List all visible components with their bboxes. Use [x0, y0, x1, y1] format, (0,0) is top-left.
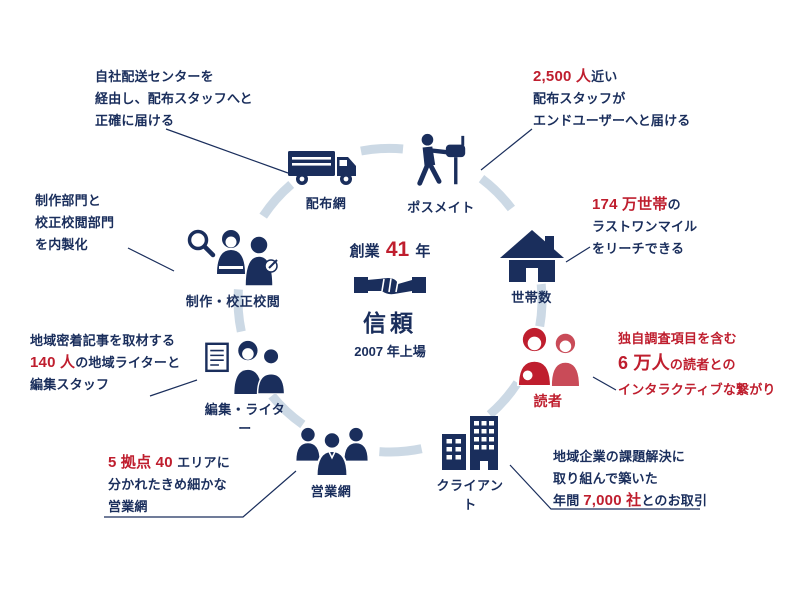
- callout-line: 編集スタッフ: [30, 377, 110, 392]
- leader-line-sales: [104, 470, 297, 518]
- highlight-number: 2,500 人: [533, 68, 592, 85]
- callout-staff: 2,500 人近い 配布スタッフが エンドユーザーへと届ける: [533, 66, 691, 132]
- node-label-readers: 読者: [533, 393, 563, 409]
- node-households: 世帯数: [494, 230, 569, 306]
- sales-team-icon: [296, 427, 368, 476]
- callout-line: 自社配送センターを: [95, 69, 214, 84]
- house-icon: [499, 230, 564, 282]
- mail-carrier-icon: [417, 133, 466, 186]
- leader-line-readers: [592, 376, 617, 391]
- callout-line: 経由し、配布スタッフへと: [95, 91, 253, 106]
- founding-label: 創業: [349, 243, 380, 260]
- callout-line: 制作部門と: [35, 193, 102, 208]
- circle-arc: [233, 289, 246, 333]
- leader-line-delivery: [165, 128, 289, 174]
- callout-line: ラストワンマイル: [592, 219, 698, 234]
- leader-line-clients: [509, 464, 700, 510]
- callout-line: 独自調査項目を含む: [618, 331, 737, 346]
- node-production: 制作・校正校閲: [178, 228, 288, 310]
- founding-years: 41: [385, 238, 410, 261]
- callout-households: 174 万世帯の ラストワンマイル をリーチできる: [592, 194, 697, 260]
- node-sales: 営業網: [293, 426, 369, 500]
- node-posmate: ポスメイト: [398, 132, 484, 216]
- circle-arc: [268, 392, 306, 429]
- readers-icon: [517, 327, 579, 386]
- callout-line: 5 拠点 40 エリアに: [108, 452, 230, 474]
- highlight-number: 6 万人: [618, 353, 670, 373]
- callout-writers: 地域密着記事を取材する 140 人の地域ライターと 編集スタッフ: [30, 330, 180, 396]
- callout-text: の: [667, 197, 681, 212]
- truck-icon: [288, 151, 356, 185]
- node-label-posmate: ポスメイト: [407, 200, 475, 215]
- leader-line-staff: [480, 128, 533, 171]
- callout-text: とのお取引: [641, 493, 708, 508]
- node-label-editors: 編集・ライター: [204, 402, 286, 436]
- callout-clients: 地域企業の課題解決に 取り組んで築いた 年間 7,000 社とのお取引: [553, 446, 707, 512]
- circle-arc: [379, 444, 423, 457]
- leader-line-writers: [149, 379, 198, 397]
- callout-text: エリアに: [177, 455, 230, 470]
- highlight-number: 174 万世帯: [592, 196, 668, 213]
- callout-sales: 5 拠点 40 エリアに 分かれたきめ細かな 営業網: [108, 452, 230, 518]
- circle-arc: [360, 143, 404, 156]
- callout-text: の地域ライターと: [75, 355, 181, 370]
- callout-text: 近い: [591, 69, 618, 84]
- circle-arc: [486, 380, 522, 419]
- node-label-clients: クライアント: [436, 478, 504, 512]
- callout-text: の読者との: [669, 357, 736, 372]
- node-label-production: 制作・校正校閲: [185, 294, 281, 309]
- node-label-distribution: 配布網: [305, 196, 347, 211]
- editors-icon: [205, 340, 286, 394]
- highlight-number: 140 人: [30, 354, 76, 371]
- leader-line-households: [565, 246, 591, 263]
- callout-line: 174 万世帯の: [592, 194, 697, 216]
- node-label-sales: 営業網: [310, 484, 352, 499]
- founding-unit: 年: [415, 243, 431, 260]
- callout-line: 6 万人の読者との: [618, 351, 776, 377]
- node-distribution: 配布網: [276, 144, 376, 212]
- listing-year: 2007 年上場: [354, 344, 426, 359]
- circle-arc: [535, 283, 547, 328]
- center-block: 創業 41 年 信頼 2007 年上場: [306, 238, 474, 360]
- node-editors: 編集・ライター: [199, 338, 291, 437]
- node-readers: 読者: [508, 326, 588, 411]
- callout-line: 分かれたきめ細かな: [108, 477, 227, 492]
- node-label-households: 世帯数: [511, 290, 552, 305]
- founding-line: 創業 41 年: [306, 238, 474, 262]
- circle-arcs: [233, 143, 547, 457]
- callout-line: 配布スタッフが: [533, 91, 626, 106]
- production-proofreading-icon: [187, 229, 278, 286]
- callout-line: を内製化: [35, 237, 88, 252]
- trust-keyword: 信頼: [363, 310, 417, 336]
- handshake-icon: [354, 277, 426, 295]
- callout-readers: 独自調査項目を含む 6 万人の読者との インタラクティブな繋がり: [618, 326, 776, 402]
- callout-production: 制作部門と 校正校閲部門 を内製化: [35, 190, 114, 256]
- highlight-number: 5 拠点 40: [108, 454, 178, 471]
- highlight-number: 7,000 社: [583, 492, 642, 509]
- callout-line: 地域企業の課題解決に: [553, 449, 686, 464]
- callout-line: インタラクティブな繋がり: [618, 382, 776, 397]
- callout-line: をリーチできる: [592, 241, 685, 256]
- buildings-icon: [442, 416, 498, 470]
- callout-line: エンドユーザーへと届ける: [533, 113, 691, 128]
- callout-text: 年間: [553, 493, 584, 508]
- leader-lines: [104, 128, 700, 518]
- callout-line: 140 人の地域ライターと: [30, 352, 180, 374]
- callout-line: 取り組んで築いた: [553, 471, 658, 486]
- node-clients: クライアント: [435, 414, 505, 513]
- leader-line-production: [127, 247, 175, 272]
- callout-line: 校正校閲部門: [35, 215, 115, 230]
- circle-arc: [259, 180, 295, 219]
- circle-arc: [478, 175, 515, 212]
- callout-line: 年間 7,000 社とのお取引: [553, 490, 707, 512]
- callout-line: 正確に届ける: [95, 113, 175, 128]
- callout-line: 営業網: [108, 499, 148, 514]
- callout-delivery: 自社配送センターを 経由し、配布スタッフへと 正確に届ける: [95, 66, 253, 132]
- callout-line: 2,500 人近い: [533, 66, 691, 88]
- callout-line: 地域密着記事を取材する: [30, 333, 176, 348]
